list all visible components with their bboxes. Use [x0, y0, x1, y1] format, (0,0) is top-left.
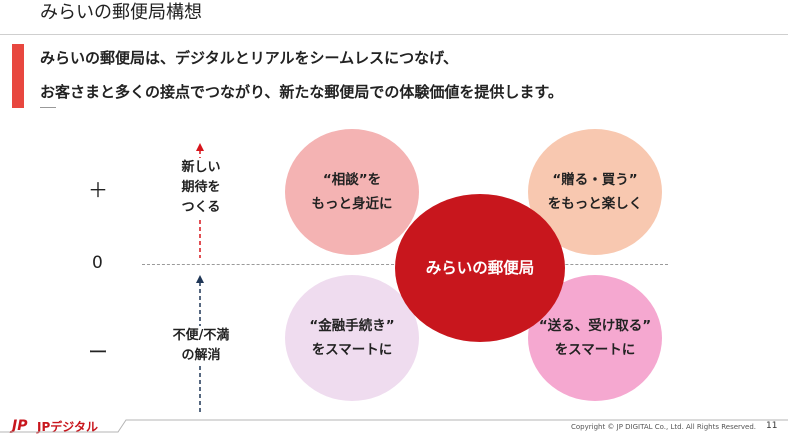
circle-financial-procedures-text: “金融手続き” をスマートに [309, 318, 395, 358]
jp-logo-icon: JP [12, 418, 28, 434]
level-minus: ー [88, 340, 108, 364]
circle-consultation: “相談”を もっと身近に [285, 129, 419, 255]
upper-arrow-head [196, 143, 204, 151]
center-circle-future-post-office: みらいの郵便局 [395, 194, 565, 342]
lead-line-1: みらいの郵便局は、デジタルとリアルをシームレスにつなげ、 [40, 49, 459, 67]
lower-arrow-head [196, 275, 204, 283]
accent-bar [12, 44, 24, 108]
center-circle-text: みらいの郵便局 [425, 259, 535, 277]
lower-axis-label: 不便/不満 の解消 [162, 326, 240, 366]
circle-send-receive-text: “送る、受け取る” をスマートに [538, 318, 652, 358]
circle-gift-shopping-text: “贈る・買う” をもっと楽しく [547, 172, 643, 212]
circle-consultation-text: “相談”を もっと身近に [311, 172, 393, 212]
lead-line-2: お客さまと多くの接点でつながり、新たな郵便局での体験価値を提供します。 [40, 83, 563, 101]
level-zero: 0 [92, 253, 103, 273]
footer-brand: JPデジタル [37, 420, 99, 434]
lead-underline [40, 107, 56, 108]
page-number: 11 [766, 421, 778, 431]
circle-financial-procedures: “金融手続き” をスマートに [285, 275, 419, 401]
title-divider [0, 34, 788, 35]
level-plus: ＋ [88, 178, 108, 202]
copyright: Copyright © JP DIGITAL Co., Ltd. All Rig… [571, 423, 757, 431]
upper-axis-label: 新しい 期待を つくる [166, 158, 236, 218]
page-title: みらいの郵便局構想 [40, 2, 202, 23]
footer-rule [0, 419, 788, 433]
